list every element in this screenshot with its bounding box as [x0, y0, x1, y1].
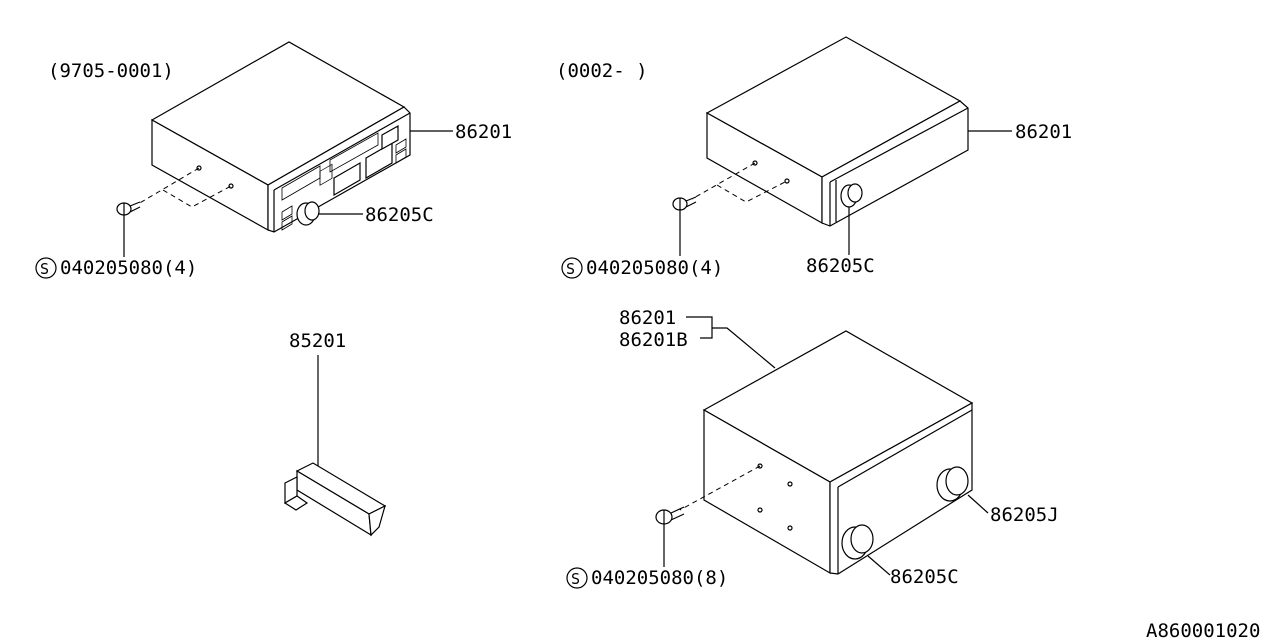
diagram-id: A860001020 [1146, 620, 1260, 640]
standard-part-symbol-icon [566, 567, 588, 589]
radio-unit-early: (9705-0001) [35, 41, 512, 279]
date-range-label: (0002- ) [556, 60, 648, 82]
standard-part-symbol-icon [35, 257, 57, 279]
screw-part-number: 040205080(8) [591, 567, 728, 589]
screw-callout: S 040205080(8) [566, 567, 728, 589]
date-range-label: (9705-0001) [48, 60, 174, 82]
screw-icon [672, 196, 697, 211]
knob-part-number: 86205C [806, 255, 875, 277]
knob-part-number: 86205C [890, 566, 959, 588]
standard-part-symbol-icon [561, 257, 583, 279]
screw-part-number: 040205080(4) [60, 257, 197, 279]
screw-icon [655, 506, 685, 525]
knob-icon [840, 183, 863, 208]
radio-part-number: 86201 [455, 121, 512, 143]
knob-part-number: 86205C [365, 204, 434, 226]
knob-icon [841, 524, 874, 560]
screw-callout: S 040205080(4) [561, 257, 723, 279]
standard-part-symbol: S [571, 570, 580, 588]
radio-unit-late: (0002- ) 86201 86205C S 040205080(4) [556, 36, 1072, 279]
knob-part-number-right: 86205J [990, 504, 1059, 526]
screw-icon [116, 201, 141, 216]
cassette-holder: 85201 [283, 330, 387, 537]
screw-callout: S 040205080(4) [35, 257, 197, 279]
radio-unit-large: 86201 86201B 86 [566, 307, 1059, 589]
knob-icon [296, 201, 320, 226]
screw-part-number: 040205080(4) [586, 257, 723, 279]
standard-part-symbol: S [566, 260, 575, 278]
radio-part-number: 86201 [619, 307, 676, 329]
cassette-part-number: 85201 [289, 330, 346, 352]
standard-part-symbol: S [40, 260, 49, 278]
radio-part-number-alt: 86201B [619, 329, 688, 351]
radio-part-number: 86201 [1015, 121, 1072, 143]
knob-icon [936, 466, 969, 502]
cassette-icon [283, 462, 387, 537]
